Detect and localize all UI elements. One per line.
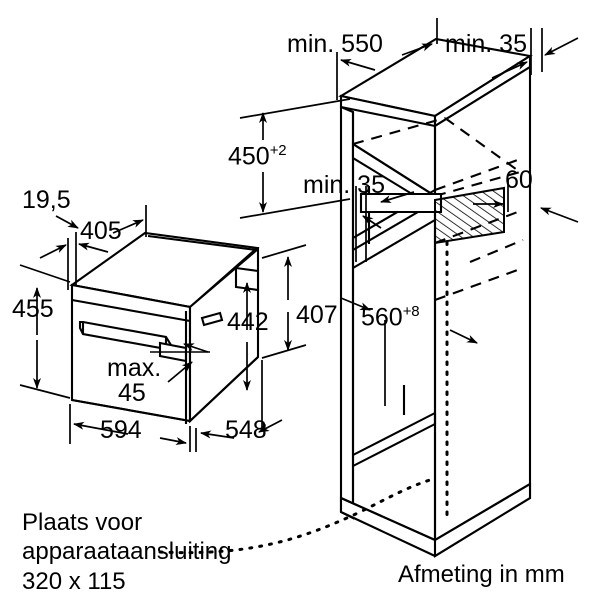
dimension-label-rear-recess: 60 [505, 166, 533, 194]
connection-note-line-3: 320 x 115 [22, 567, 126, 595]
dimension-label-top-depth: 405 [80, 217, 122, 245]
connection-note-line-1: Plaats voor [22, 509, 143, 536]
dimension-label-side-height: 407 [296, 301, 338, 329]
connection-note: Plaats voor apparaataansluiting 320 x 11… [22, 508, 232, 596]
dimension-label-side-clearance-mid: min. 35 [303, 171, 385, 199]
dimension-label-niche-height: 450+2 [228, 142, 287, 171]
niche-width-value: 560 [361, 303, 403, 332]
niche-height-value: 450 [228, 142, 270, 171]
connection-leader-dotted [158, 478, 432, 555]
dimension-label-front-width: 594 [100, 416, 142, 444]
units-note: Afmeting in mm [398, 561, 565, 588]
dimension-label-niche-width: 560+8 [361, 303, 420, 332]
dimension-label-body-height: 442 [227, 308, 269, 336]
niche-dimension-lines [239, 18, 579, 406]
oven-dimension-lines [19, 205, 307, 452]
niche-width-tolerance: +8 [402, 303, 420, 320]
oven-appliance-drawing [69, 231, 260, 424]
connection-note-line-2: apparaataansluiting [22, 538, 232, 566]
dimension-label-body-depth: 548 [225, 416, 267, 444]
dimension-label-door-gap-prefix: max. [107, 354, 162, 382]
dimension-label-front-height: 455 [12, 295, 54, 323]
dimension-label-niche-depth: min. 550 [287, 30, 383, 58]
cabinet-niche-drawing [338, 37, 533, 558]
dimension-label-depth-front-offset: 19,5 [22, 186, 71, 214]
niche-height-tolerance: +2 [269, 142, 287, 159]
dimension-label-side-clearance-top: min. 35 [445, 30, 527, 58]
dimension-label-door-gap: 45 [118, 379, 146, 407]
